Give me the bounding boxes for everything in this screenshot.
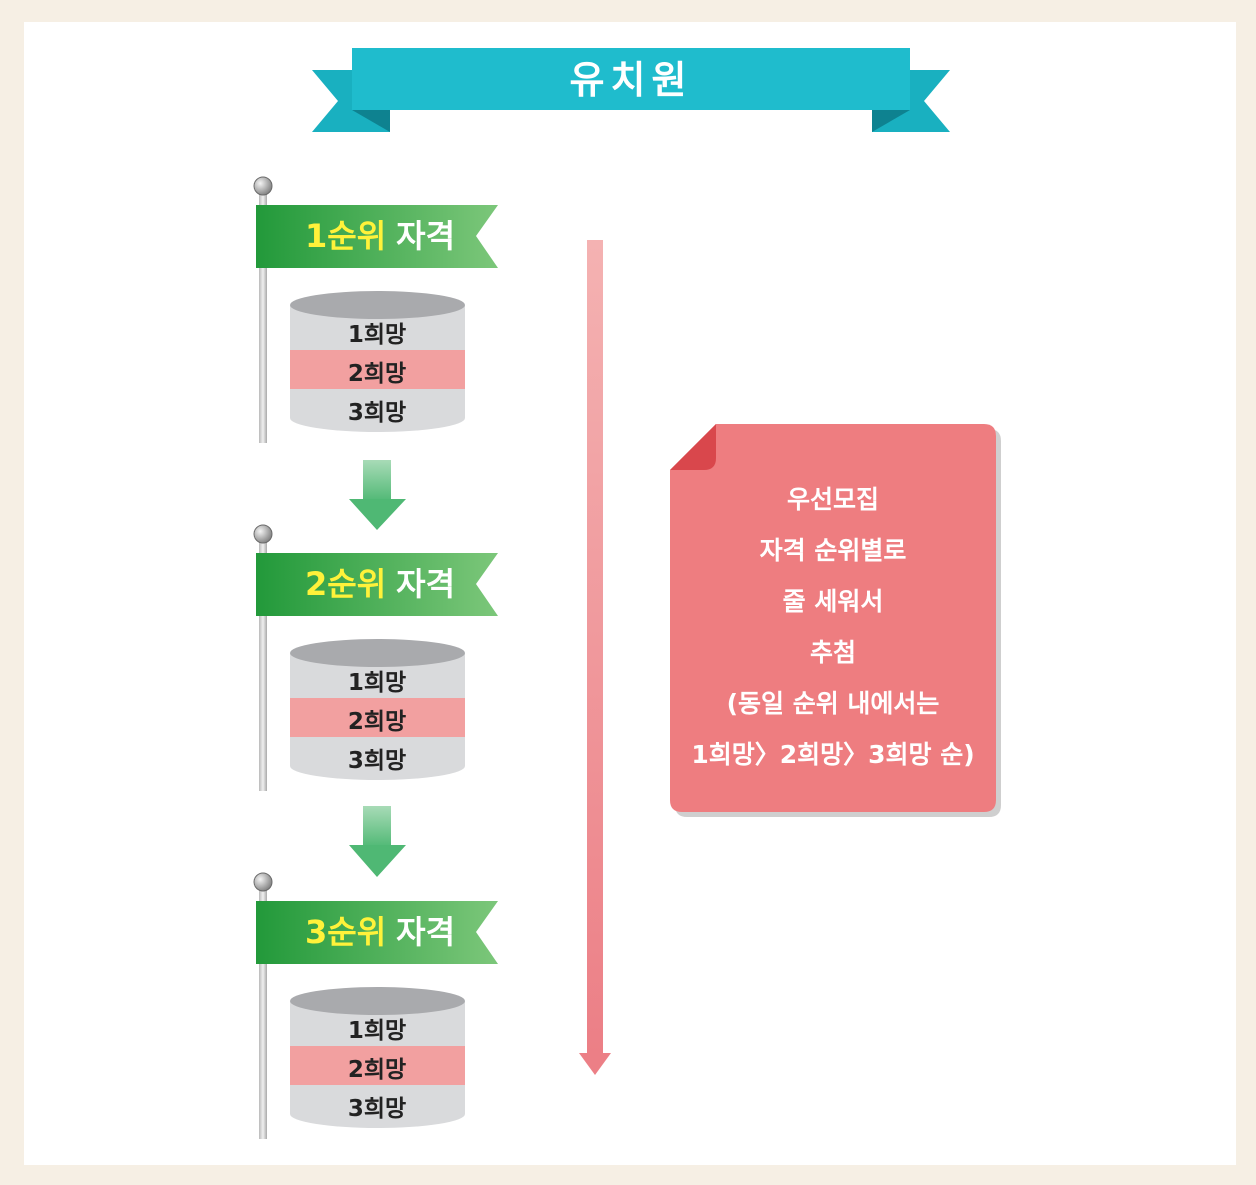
drum-label-2: 2희망	[348, 1057, 406, 1083]
drum-top	[290, 639, 465, 667]
down-arrow-shaft	[363, 806, 391, 848]
drum-band-3	[290, 737, 465, 780]
wish-drum: 1희망 2희망 3희망	[290, 987, 465, 1128]
banner-left-fold	[352, 110, 390, 132]
drum-label-3: 3희망	[348, 748, 406, 774]
flag-pole	[259, 538, 267, 791]
timeline-arrow	[579, 240, 611, 1075]
pole-knob-icon	[253, 176, 273, 196]
note-line-6: 1희망〉2희망〉3희망 순)	[691, 740, 974, 769]
wish-drum: 1희망 2희망 3희망	[290, 291, 465, 432]
banner-title: 유치원	[570, 58, 693, 102]
down-arrow-1	[349, 460, 406, 530]
banner-right-fold	[872, 110, 910, 132]
down-arrow-2	[349, 806, 406, 877]
note-line-3: 줄 세워서	[783, 587, 884, 616]
drum-band-2	[290, 350, 465, 389]
timeline-shaft	[587, 240, 603, 1055]
pole-knob-icon	[253, 524, 273, 544]
flag-pole	[259, 886, 267, 1139]
flag-banner	[256, 901, 498, 964]
timeline-arrowhead	[579, 1053, 611, 1075]
down-arrow-head	[349, 845, 406, 877]
drum-band-3	[290, 389, 465, 432]
note-line-1: 우선모집	[787, 485, 879, 514]
drum-label-3: 3희망	[348, 1096, 406, 1122]
note-body	[670, 424, 996, 812]
note-folded-corner	[670, 424, 716, 470]
note-line-4: 추첨	[810, 638, 856, 667]
drum-label-1: 1희망	[348, 670, 406, 696]
drum-top	[290, 291, 465, 319]
drum-label-1: 1희망	[348, 1018, 406, 1044]
flag-banner	[256, 205, 498, 268]
note-card: 우선모집 자격 순위별로 줄 세워서 추첨 (동일 순위 내에서는 1희망〉2희…	[670, 424, 996, 812]
note-line-5: (동일 순위 내에서는	[727, 689, 940, 718]
flag-pole	[259, 190, 267, 443]
down-arrow-shaft	[363, 460, 391, 502]
wish-drum: 1희망 2희망 3희망	[290, 639, 465, 780]
down-arrow-head	[349, 499, 406, 530]
drum-label-1: 1희망	[348, 322, 406, 348]
title-banner: 유치원	[312, 48, 950, 132]
diagram-frame	[24, 22, 1236, 1165]
note-line-2: 자격 순위별로	[760, 536, 907, 565]
drum-band-3	[290, 1085, 465, 1128]
drum-label-3: 3희망	[348, 400, 406, 426]
drum-label-2: 2희망	[348, 709, 406, 735]
drum-label-2: 2희망	[348, 361, 406, 387]
drum-band-2	[290, 698, 465, 737]
drum-top	[290, 987, 465, 1015]
pole-knob-icon	[253, 872, 273, 892]
drum-band-2	[290, 1046, 465, 1085]
banner-body	[352, 48, 910, 110]
flag-banner	[256, 553, 498, 616]
